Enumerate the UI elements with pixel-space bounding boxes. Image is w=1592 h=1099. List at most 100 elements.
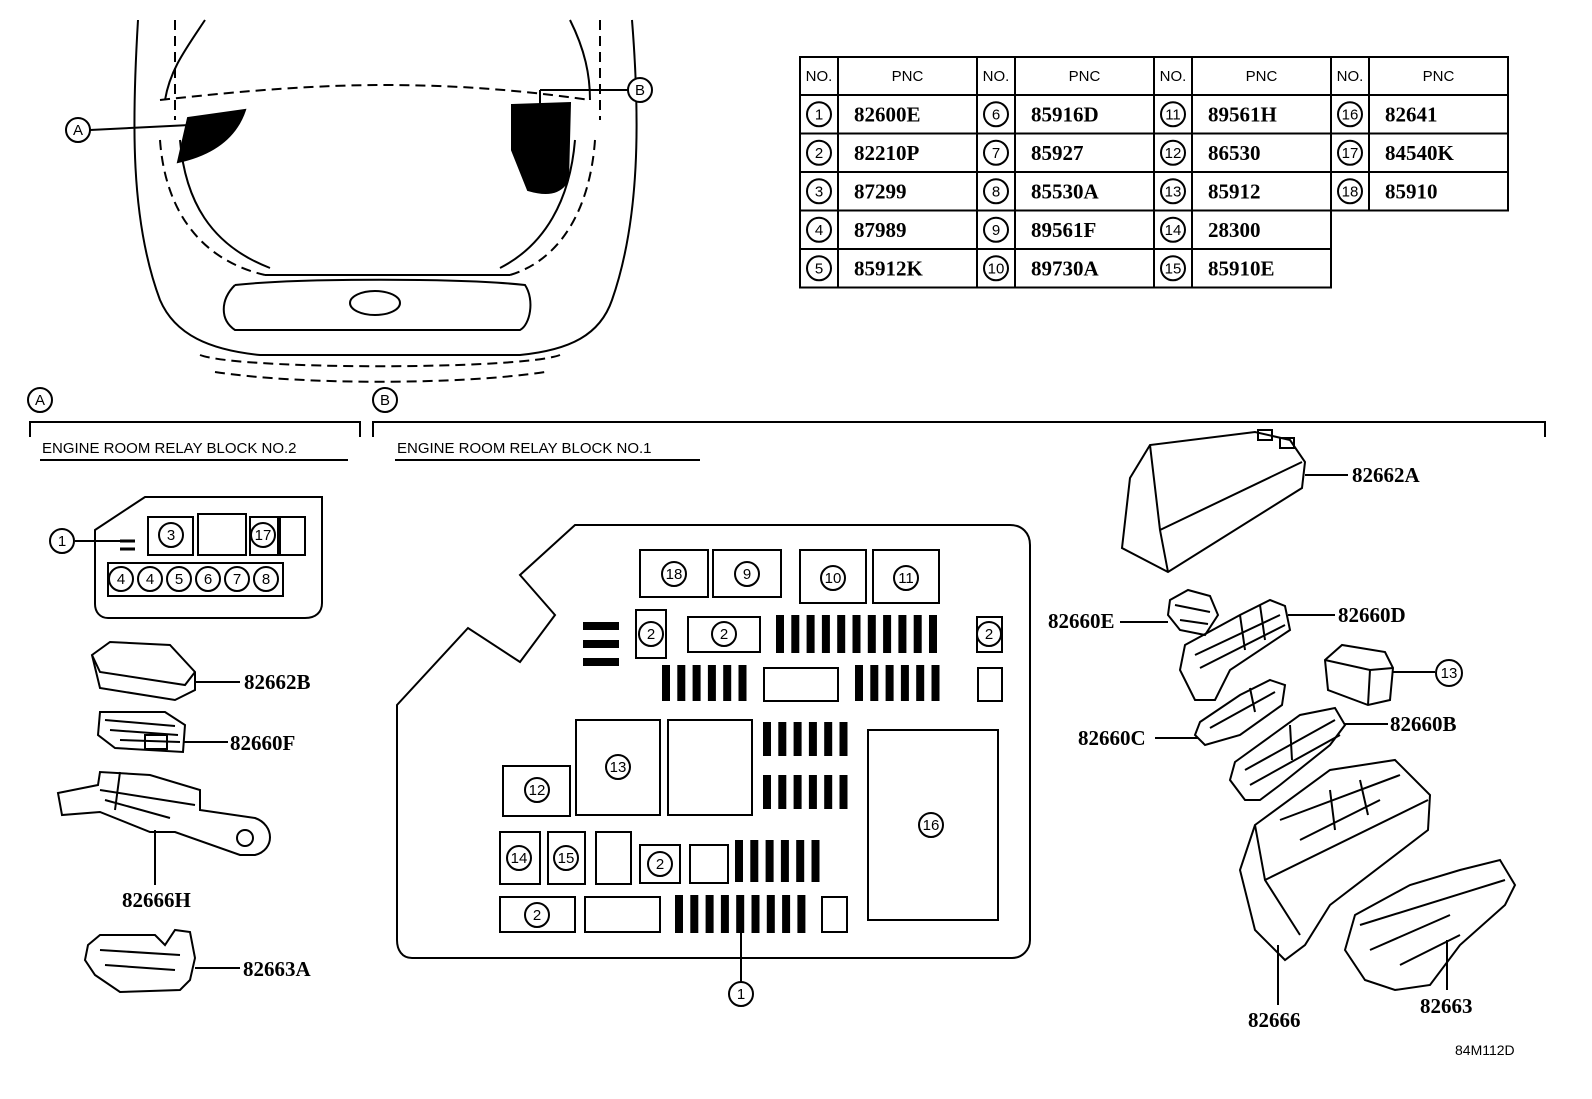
row-pnc: 85916D: [1031, 102, 1099, 126]
header-no: NO.: [806, 68, 833, 85]
callout-17: 17: [250, 522, 276, 548]
svg-text:12: 12: [1165, 145, 1182, 162]
label-82662B: 82662B: [244, 670, 311, 694]
row-pnc: 85910E: [1208, 256, 1275, 280]
locator-b: B: [627, 77, 653, 103]
callout-2: 2: [647, 851, 673, 877]
svg-text:16: 16: [923, 817, 940, 834]
svg-text:13: 13: [1441, 665, 1458, 682]
part-82666-drawing: [1238, 758, 1432, 1005]
fuse: [707, 665, 716, 701]
section-a-header: A ENGINE ROOM RELAY BLOCK NO.2: [27, 387, 361, 461]
callout-10: 10: [820, 565, 846, 591]
table-row: 12 86530: [1153, 132, 1332, 173]
part-82660B-drawing: [1228, 706, 1388, 801]
part-82663A-drawing: [83, 928, 240, 994]
fuse: [780, 840, 789, 882]
svg-text:2: 2: [985, 626, 993, 643]
svg-text:7: 7: [992, 145, 1000, 162]
svg-text:14: 14: [1165, 222, 1182, 239]
part-82662B-drawing: [90, 640, 240, 702]
svg-text:16: 16: [1342, 106, 1359, 123]
callout-15: 15: [553, 845, 579, 871]
fuse: [793, 775, 802, 809]
fuse: [808, 775, 817, 809]
locator-a: A: [65, 117, 91, 143]
row-pnc: 89561F: [1031, 218, 1096, 242]
table-header: NO.PNC: [1330, 56, 1509, 96]
fuse: [750, 840, 759, 882]
svg-text:2: 2: [656, 856, 664, 873]
fuse: [796, 840, 805, 882]
figure-code: 84M112D: [1455, 1042, 1515, 1058]
fuse: [720, 895, 729, 933]
row-number: 16: [1337, 101, 1363, 128]
svg-text:10: 10: [988, 260, 1005, 277]
table-header: NO.PNC: [976, 56, 1155, 96]
label-82663A: 82663A: [243, 957, 312, 981]
svg-text:9: 9: [743, 566, 751, 583]
fuse: [916, 665, 925, 701]
svg-text:17: 17: [1342, 145, 1359, 162]
svg-text:13: 13: [1165, 183, 1182, 200]
fuse: [913, 615, 922, 653]
callout-4: 4: [108, 566, 134, 592]
row-number: 15: [1160, 255, 1186, 282]
row-number: 18: [1337, 178, 1363, 205]
row-number: 7: [983, 139, 1009, 166]
svg-text:13: 13: [610, 759, 627, 776]
row-pnc: 89561H: [1208, 102, 1277, 126]
row-pnc: 85530A: [1031, 179, 1100, 203]
fuse: [837, 615, 846, 653]
svg-text:1: 1: [737, 986, 745, 1003]
fuse: [705, 895, 714, 933]
callout-13: 13: [605, 754, 631, 780]
fuse: [839, 722, 848, 756]
row-pnc: 86530: [1208, 141, 1261, 165]
row-number: 14: [1160, 216, 1186, 243]
callout-4: 4: [137, 566, 163, 592]
header-pnc: PNC: [892, 68, 924, 85]
svg-text:2: 2: [533, 907, 541, 924]
fuse: [797, 895, 806, 933]
row-number: 2: [806, 139, 832, 166]
fuse: [583, 658, 619, 666]
callout-14: 14: [506, 845, 532, 871]
label-82666: 82666: [1248, 1008, 1301, 1032]
callout-2: 2: [524, 902, 550, 928]
callout-16: 16: [918, 812, 944, 838]
svg-text:9: 9: [992, 222, 1000, 239]
svg-text:3: 3: [167, 527, 175, 544]
part-82660F-drawing: [96, 711, 228, 754]
label-82660B: 82660B: [1390, 712, 1457, 736]
fuse: [867, 615, 876, 653]
label-82663: 82663: [1420, 994, 1473, 1018]
part-82663-drawing: [1343, 858, 1517, 992]
fuse: [690, 895, 699, 933]
svg-text:8: 8: [262, 571, 270, 588]
row-number: 3: [806, 178, 832, 205]
row-pnc: 82600E: [854, 102, 921, 126]
fuse: [675, 895, 683, 933]
fuse: [793, 722, 802, 756]
callout-7: 7: [224, 566, 250, 592]
fuse: [751, 895, 760, 933]
svg-text:3: 3: [815, 183, 823, 200]
section-a-title: ENGINE ROOM RELAY BLOCK NO.2: [42, 440, 297, 457]
svg-text:15: 15: [1165, 260, 1182, 277]
header-pnc: PNC: [1069, 68, 1101, 85]
header-pnc: PNC: [1423, 68, 1455, 85]
table-header: NO. PNC: [799, 56, 978, 96]
fuse: [778, 722, 787, 756]
